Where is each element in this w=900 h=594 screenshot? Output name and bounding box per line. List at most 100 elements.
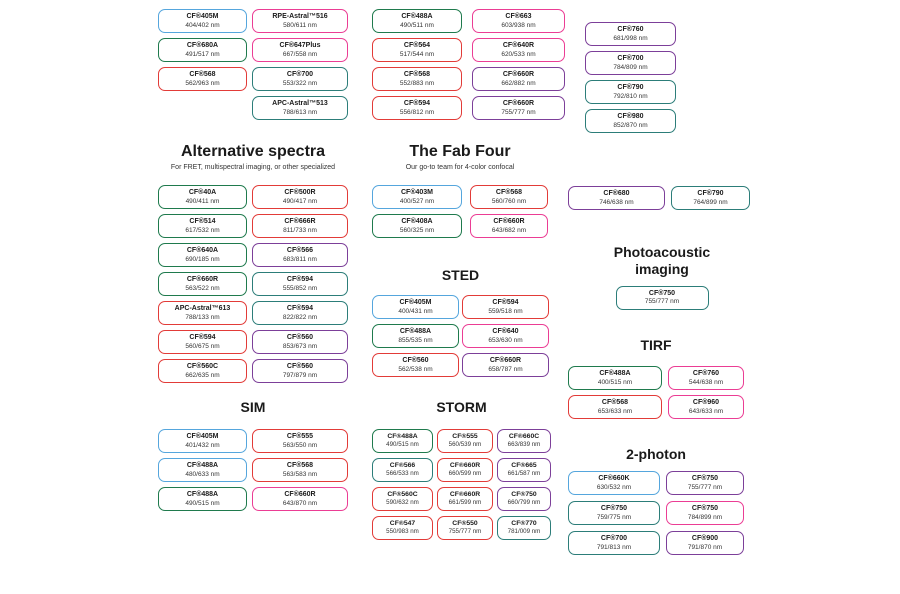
dye-name: CF®750 — [691, 504, 719, 512]
dye-excitation-emission: 658/787 nm — [488, 365, 523, 373]
dye-name: CF®568 — [189, 71, 216, 79]
dye-name: CF®564 — [403, 42, 431, 50]
dye-name: CF®660C — [508, 433, 540, 441]
dye-excitation-emission: 630/532 nm — [596, 483, 632, 491]
dye-name: CF®660R — [186, 276, 219, 284]
dye-excitation-emission: 556/812 nm — [399, 108, 435, 116]
dye-excitation-emission: 661/599 nm — [448, 498, 482, 506]
dye-name: CF®680 — [603, 190, 630, 198]
dye-name: CF®790 — [617, 84, 644, 92]
dye-name: CF®405M — [186, 432, 219, 440]
dye-name: CF®647Plus — [279, 42, 321, 50]
dye-name: CF®660R — [449, 462, 481, 470]
dye-excitation-emission: 603/938 nm — [501, 21, 536, 29]
dye-name: CF®547 — [389, 520, 416, 528]
dye-name: CF®750 — [600, 504, 628, 512]
dye-excitation-emission: 560/760 nm — [491, 197, 527, 205]
dye-name: CF®500R — [284, 189, 316, 197]
dye-excitation-emission: 662/882 nm — [501, 79, 536, 87]
dye-name: CF®770 — [511, 520, 537, 528]
dye-excitation-emission: 490/411 nm — [185, 197, 220, 205]
dye-excitation-emission: 781/009 nm — [507, 527, 541, 535]
dye-name: CF®750 — [648, 289, 676, 297]
dye-name: CF®660R — [489, 356, 522, 364]
dye-excitation-emission: 563/583 nm — [282, 470, 318, 478]
dye-name: CF®980 — [617, 113, 644, 121]
dye-name: CF®40A — [188, 189, 217, 197]
dye-excitation-emission: 681/998 nm — [613, 34, 648, 42]
dye-name: CF®594 — [492, 298, 519, 306]
dye-excitation-emission: 792/810 nm — [613, 92, 648, 100]
dye-name: CF®665 — [511, 462, 537, 470]
dye-excitation-emission: 653/630 nm — [488, 336, 523, 344]
dye-excitation-emission: 544/638 nm — [688, 378, 724, 386]
dye-name: CF®488A — [399, 327, 432, 335]
dye-name: CF®760 — [692, 369, 720, 377]
dye-name: CF®488A — [186, 461, 219, 469]
dye-excitation-emission: 553/322 nm — [282, 79, 318, 87]
dye-excitation-emission: 797/879 nm — [282, 371, 318, 379]
dye-excitation-emission: 755/777 nm — [448, 527, 482, 535]
dye-name: CF®488A — [387, 433, 418, 441]
dye-name: CF®403M — [401, 189, 433, 197]
dye-name: CF®660R — [284, 490, 316, 498]
dye-excitation-emission: 566/533 nm — [386, 469, 419, 477]
dye-excitation-emission: 490/515 nm — [185, 499, 220, 507]
dye-excitation-emission: 590/632 nm — [386, 498, 419, 506]
dye-excitation-emission: 755/777 nm — [644, 298, 680, 306]
dye-name: CF®405M — [186, 13, 219, 21]
dye-excitation-emission: 683/811 nm — [283, 255, 317, 263]
dye-name: CF®550 — [452, 520, 478, 528]
dye-name: CF®660R — [502, 71, 535, 79]
dye-excitation-emission: 855/535 nm — [398, 336, 433, 344]
dye-excitation-emission: 663/839 nm — [507, 440, 541, 448]
dye-excitation-emission: 620/533 nm — [501, 50, 536, 58]
dye-name: CF®750 — [511, 491, 537, 499]
dye-name: CF®408A — [401, 218, 433, 226]
dye-excitation-emission: 653/633 nm — [597, 407, 633, 415]
dye-name: CF®960 — [692, 398, 720, 406]
dye-name: CF®750 — [691, 474, 719, 482]
dye-name: APC-Astral™513 — [272, 100, 328, 108]
